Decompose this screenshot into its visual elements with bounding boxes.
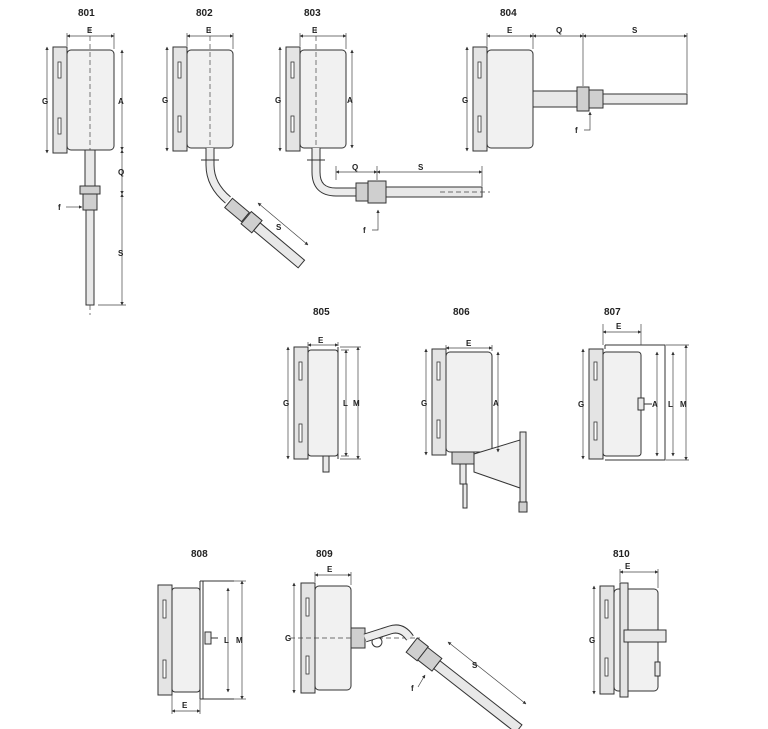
model-805: 805 E G L M [283,307,361,473]
dim-label-g: G [421,399,427,408]
model-number-810: 810 [613,549,630,560]
model-number-804: 804 [500,8,517,19]
model-806: 806 E G A [421,307,528,513]
model-number-805: 805 [313,307,330,318]
dim-label-g: G [589,636,595,645]
dim-label-e: E [206,26,212,35]
dim-label-e: E [318,336,324,345]
dim-label-e: E [182,701,188,710]
dim-label-s: S [632,26,638,35]
dim-label-s: S [118,249,124,258]
model-number-803: 803 [304,8,321,19]
dim-label-l: L [668,400,673,409]
dim-label-e: E [625,562,631,571]
dim-label-s: S [276,223,282,232]
model-804: 804 E Q S G f [462,8,688,152]
model-number-807: 807 [604,307,621,318]
model-number-809: 809 [316,549,333,560]
dim-label-m: M [353,399,360,408]
dim-label-l: L [224,636,229,645]
model-803: 803 E G A Q S f [275,8,490,235]
dim-label-a: A [347,96,353,105]
dim-label-g: G [283,399,289,408]
model-801: 801 E G A Q S f [42,8,126,315]
model-number-802: 802 [196,8,213,19]
dim-label-s: S [472,661,478,670]
dim-label-g: G [275,96,281,105]
dim-label-m: M [680,400,687,409]
dim-label-a: A [493,399,499,408]
dim-label-e: E [87,26,93,35]
model-808: 808 E L M [157,549,246,714]
dim-label-e: E [466,339,472,348]
dim-label-q: Q [556,26,562,35]
dim-label-q: Q [118,168,124,177]
dim-label-g: G [462,96,468,105]
dim-label-q: Q [352,163,358,172]
dim-label-g: G [285,634,291,643]
model-number-808: 808 [191,549,208,560]
dim-label-f: f [363,226,366,235]
model-number-806: 806 [453,307,470,318]
dim-label-l: L [343,399,348,408]
dim-label-f: f [575,126,578,135]
dim-label-a: A [652,400,658,409]
dim-label-m: M [236,636,243,645]
dim-label-e: E [312,26,318,35]
dim-label-g: G [42,97,48,106]
model-810: 810 E G [589,549,667,698]
dim-label-s: S [418,163,424,172]
dim-label-g: G [162,96,168,105]
model-number-801: 801 [78,8,95,19]
model-802: 802 E G S [162,8,309,269]
dim-label-e: E [507,26,513,35]
model-807: 807 E G A L M [578,307,689,461]
dim-label-f: f [58,203,61,212]
dim-label-e: E [327,565,333,574]
dim-label-g: G [578,400,584,409]
dim-label-e: E [616,322,622,331]
model-809: 809 E G S f [285,549,527,729]
dim-label-f: f [411,684,414,693]
dim-label-a: A [118,97,124,106]
